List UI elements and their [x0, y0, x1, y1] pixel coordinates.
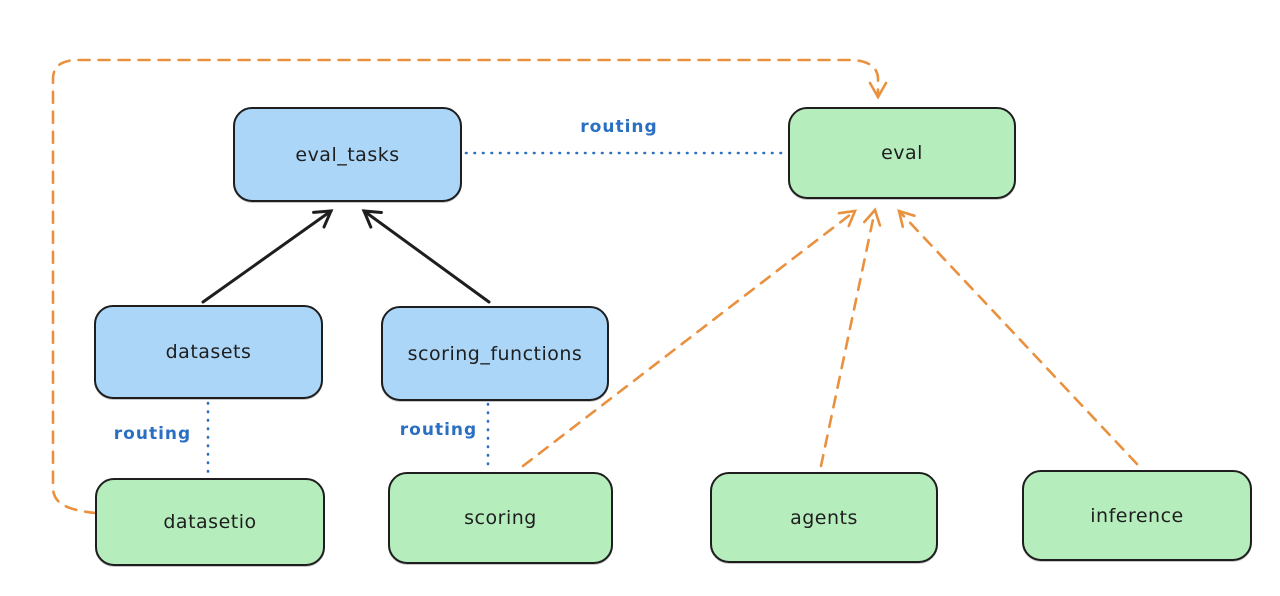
node-datasetio-label: datasetio [163, 511, 257, 533]
node-datasets-label: datasets [165, 341, 252, 363]
node-datasets: datasets [94, 305, 323, 399]
node-agents: agents [710, 472, 938, 563]
node-eval-tasks: eval_tasks [233, 107, 462, 202]
node-eval-label: eval [881, 142, 923, 164]
node-scoring-functions: scoring_functions [381, 306, 609, 401]
node-scoring: scoring [388, 472, 613, 564]
edge-datasets-to-eval-tasks [201, 209, 334, 304]
node-eval-tasks-label: eval_tasks [295, 143, 400, 166]
edge-inference-to-eval [897, 209, 1139, 466]
edge-agents-to-eval [819, 207, 882, 468]
edge-scoring-to-eval [521, 209, 858, 468]
edge-datasetio-to-eval [51, 58, 888, 515]
node-scoring-functions-label: scoring_functions [407, 342, 583, 365]
node-inference-label: inference [1090, 504, 1184, 527]
routing-label-scoring-functions-scoring: routing [399, 420, 478, 440]
routing-label-eval-tasks-eval: routing [580, 117, 658, 137]
node-datasetio: datasetio [95, 478, 325, 566]
node-agents-label: agents [790, 506, 858, 529]
node-eval: eval [788, 107, 1016, 199]
edge-scoring-functions-to-eval-tasks [361, 209, 491, 304]
node-inference: inference [1022, 470, 1252, 561]
node-scoring-label: scoring [464, 507, 537, 529]
routing-label-datasets-datasetio: routing [113, 424, 192, 444]
